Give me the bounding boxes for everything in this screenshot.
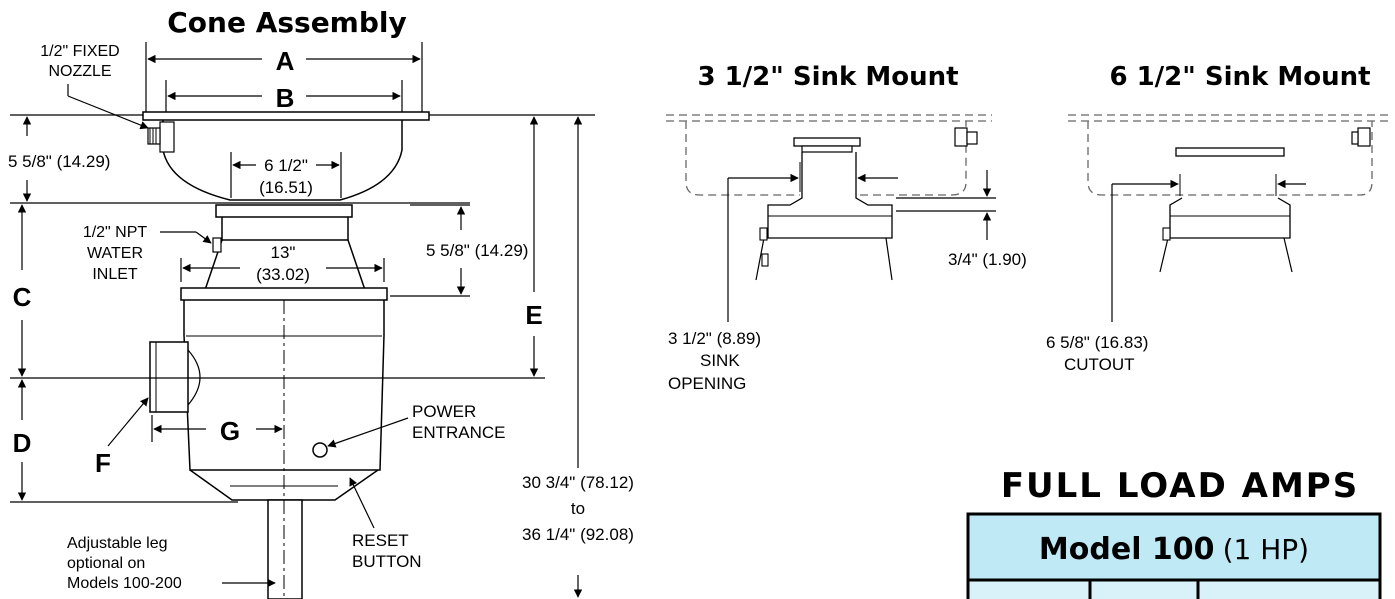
inlet-label-line3: INLET xyxy=(92,266,138,283)
inlet-label-line2: WATER xyxy=(87,245,143,262)
sink-mount-35-drawing: 3 1/2" Sink Mount 3 1/2" (8.89) SINK OPE… xyxy=(666,62,1027,393)
cone-title: Cone Assembly xyxy=(167,6,407,39)
nozzle-label-line1: 1/2" FIXED xyxy=(40,43,119,60)
mount35-opening-line2: SINK xyxy=(700,351,740,370)
mount35-title: 3 1/2" Sink Mount xyxy=(697,62,958,92)
throat-width-label2: (16.51) xyxy=(259,178,313,197)
dim-c-label: C xyxy=(13,282,32,312)
dim-g-label: G xyxy=(220,416,240,446)
amps-table-header xyxy=(966,512,1382,582)
total-height-label3: 36 1/4" (92.08) xyxy=(522,525,634,544)
amps-model-name: Model 100 xyxy=(1039,532,1215,567)
full-load-amps-table: FULL LOAD AMPS Model 100(1 HP) xyxy=(966,466,1382,599)
mount35-gap-label: 3/4" (1.90) xyxy=(948,250,1027,269)
leg-label-line1: Adjustable leg xyxy=(67,535,168,552)
body-width-label1: 13" xyxy=(271,243,296,262)
dim-b-label: B xyxy=(276,83,295,113)
mount65-cutout-line2: CUTOUT xyxy=(1064,355,1135,374)
total-height-label2: to xyxy=(571,499,585,518)
throat-width-label1: 6 1/2" xyxy=(264,156,308,175)
total-height-label1: 30 3/4" (78.12) xyxy=(522,473,634,492)
body-width-label2: (33.02) xyxy=(256,265,310,284)
inlet-label-line1: 1/2" NPT xyxy=(83,224,148,241)
mount65-title: 6 1/2" Sink Mount xyxy=(1109,62,1370,92)
reset-label-line1: RESET xyxy=(352,531,409,550)
mount35-opening-line1: 3 1/2" (8.89) xyxy=(668,329,761,348)
power-label-line1: POWER xyxy=(412,402,476,421)
dim-e-label: E xyxy=(525,300,542,330)
leg-label-line2: optional on xyxy=(67,555,145,572)
neck-height-label: 5 5/8" (14.29) xyxy=(426,241,528,260)
amps-table-body xyxy=(966,578,1382,599)
bowl-height-label: 5 5/8" (14.29) xyxy=(8,152,110,171)
amps-model-heading: Model 100(1 HP) xyxy=(1039,532,1309,567)
leg-label-line3: Models 100-200 xyxy=(67,575,182,592)
dim-a-label: A xyxy=(276,46,295,76)
dim-d-label: D xyxy=(13,428,32,458)
dim-f-label: F xyxy=(95,448,111,478)
mount35-opening-line3: OPENING xyxy=(668,374,746,393)
cone-assembly-drawing: Cone Assembly A B 1/2" FIXED NOZZLE 5 5/… xyxy=(8,6,634,599)
nozzle-label-line2: NOZZLE xyxy=(48,63,111,80)
sink-mount-65-drawing: 6 1/2" Sink Mount 6 5/8" (16.83) CUTOUT xyxy=(1046,62,1390,374)
amps-model-hp: (1 HP) xyxy=(1223,533,1310,566)
mount65-cutout-line1: 6 5/8" (16.83) xyxy=(1046,333,1148,352)
power-label-line2: ENTRANCE xyxy=(412,423,506,442)
reset-label-line2: BUTTON xyxy=(352,552,422,571)
amps-title: FULL LOAD AMPS xyxy=(1001,466,1359,506)
